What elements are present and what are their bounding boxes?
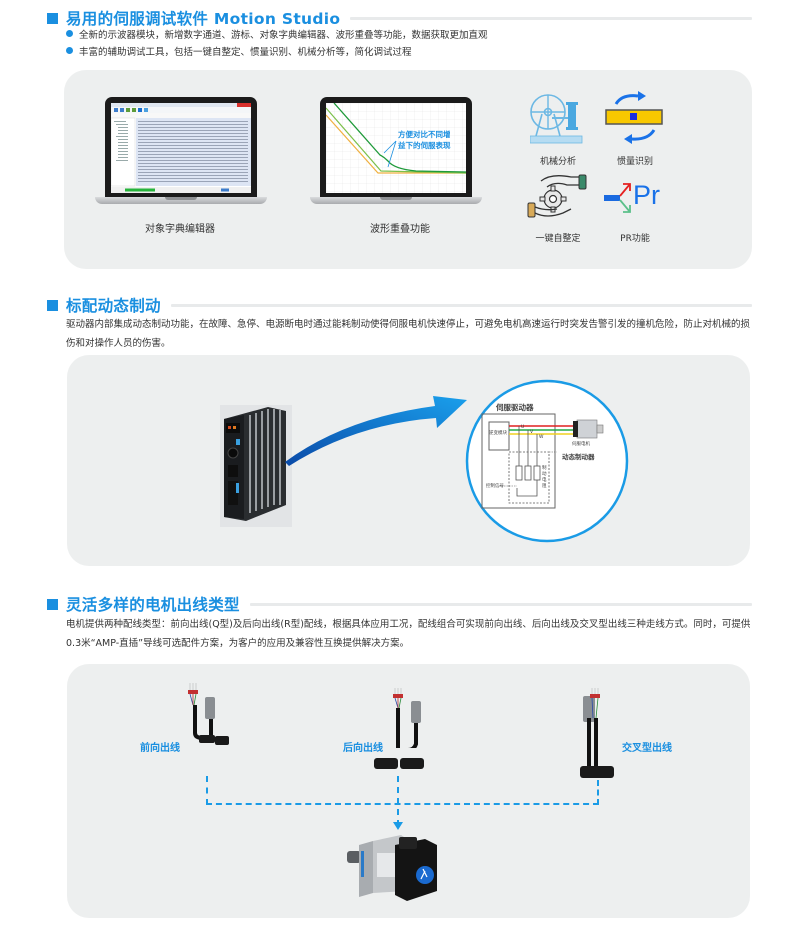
- section-rule: [170, 303, 752, 307]
- section-header-outlet-types: 灵活多样的电机出线类型: [47, 593, 752, 615]
- cross-outlet-label: 交叉型出线: [622, 743, 672, 754]
- caption-object-dictionary: 对象字典编辑器: [145, 224, 215, 235]
- phase-label-w: W: [539, 435, 544, 440]
- diagram-inverter-label: 逆变模块: [489, 431, 507, 436]
- bullet-dot-icon: [66, 30, 73, 37]
- feature-bullet-list: 全新的示波器模块，新增数字通道、游标、对象字典编辑器、波形重叠等功能，数据获取更…: [66, 25, 488, 59]
- cross-outlet-cable-image: [580, 688, 614, 778]
- section-rule: [350, 16, 752, 20]
- section-marker: [47, 12, 58, 24]
- waveform-annotation: 方便对比不同增 益下的伺服表现: [398, 130, 451, 150]
- connector-line: [206, 803, 599, 805]
- diagram-brake-label: 动态制动器: [562, 453, 595, 461]
- arrow-down-icon: [393, 822, 403, 830]
- connector-line: [206, 776, 208, 805]
- section-header-motion-studio: 易用的伺服调试软件 Motion Studio: [47, 7, 752, 29]
- phase-label-v: V: [530, 430, 534, 435]
- diagram-motor-label: 伺服电机: [572, 442, 590, 447]
- phase-label-u: U: [521, 425, 525, 430]
- caption-mechanical-analysis: 机械分析: [539, 157, 576, 167]
- diagram-title: 伺服驱动器: [496, 403, 534, 412]
- section-marker: [47, 598, 58, 610]
- section-header-dynamic-brake: 标配动态制动: [47, 294, 752, 316]
- dynamic-brake-description: 驱动器内部集成动态制动功能，在故障、急停、电源断电时通过能耗制动使得伺服电机快速…: [66, 319, 751, 349]
- outlet-types-description: 电机提供两种配线类型：前向出线(Q型)及后向出线(R型)配线，根据具体应用工况，…: [66, 619, 751, 649]
- bullet-item: 丰富的辅助调试工具，包括一键自整定、惯量识别、机械分析等，简化调试过程: [66, 42, 488, 59]
- inertia-identification-icon: [605, 91, 663, 144]
- object-dictionary-editor-screenshot: [111, 103, 251, 193]
- rear-outlet-label: 后向出线: [343, 743, 383, 754]
- waveform-overlay-screenshot: 方便对比不同增 益下的伺服表现: [326, 103, 466, 193]
- bullet-item: 全新的示波器模块，新增数字通道、游标、对象字典编辑器、波形重叠等功能，数据获取更…: [66, 25, 488, 42]
- connector-line: [397, 776, 399, 826]
- caption-pr-function: PR功能: [620, 234, 650, 244]
- servo-motor-image: [347, 835, 437, 901]
- arrow-icon: [285, 396, 467, 466]
- diagram-signal-label: 控制信号: [486, 484, 504, 489]
- section-title: 灵活多样的电机出线类型: [66, 596, 240, 614]
- pr-function-icon: Pr: [604, 176, 668, 222]
- front-outlet-cable-image: [188, 683, 215, 719]
- section-marker: [47, 299, 58, 311]
- section-rule: [249, 602, 752, 606]
- laptop-object-dictionary: [95, 97, 267, 207]
- dynamic-brake-diagram: [465, 379, 629, 543]
- rear-outlet-connectors: [374, 758, 424, 769]
- front-outlet-label: 前向出线: [140, 743, 180, 754]
- section-title: 易用的伺服调试软件 Motion Studio: [66, 10, 341, 28]
- caption-waveform-overlay: 波形重叠功能: [370, 224, 430, 235]
- caption-inertia-identification: 惯量识别: [616, 157, 653, 167]
- dynamic-brake-panel: [67, 355, 750, 566]
- mechanical-analysis-icon: [530, 94, 583, 144]
- connector-line: [597, 780, 599, 805]
- rear-outlet-cable-image: [393, 688, 421, 748]
- bullet-dot-icon: [66, 47, 73, 54]
- section-title: 标配动态制动: [66, 297, 161, 315]
- diagram-resistor-label: 制动电阻: [542, 466, 547, 489]
- front-outlet-cable-body: [193, 705, 229, 745]
- servo-drive-image: [220, 405, 292, 527]
- caption-auto-tuning: 一键自整定: [535, 234, 581, 244]
- laptop-waveform-overlay: 方便对比不同增 益下的伺服表现: [310, 97, 482, 207]
- auto-tuning-icon: [527, 174, 587, 218]
